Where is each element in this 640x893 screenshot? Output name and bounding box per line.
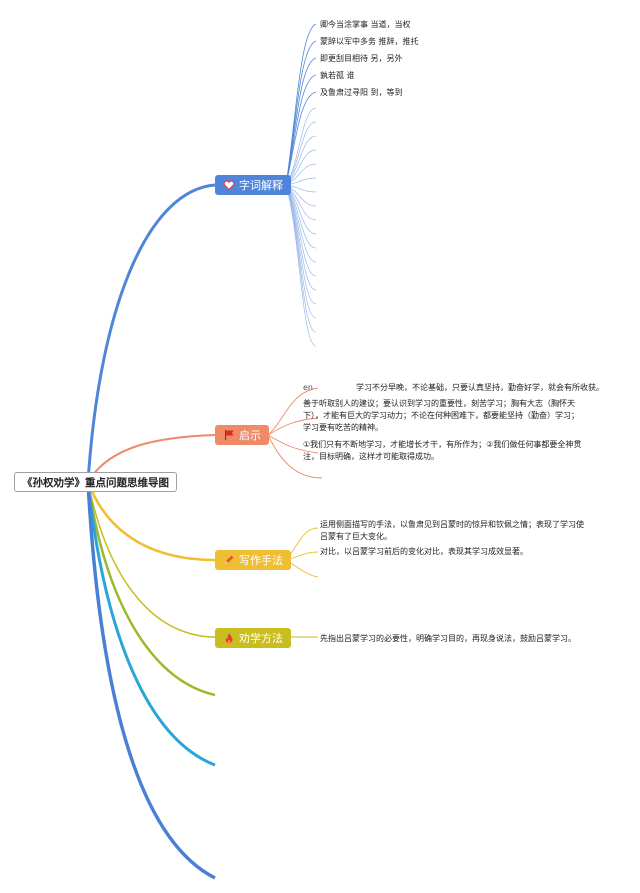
heart-icon (223, 179, 235, 191)
insight-item-1[interactable]: 学习不分早晚，不论基础，只要认真坚持，勤奋好学，就会有所收获。 (356, 383, 604, 392)
vocab-fan-line (285, 184, 317, 305)
persuade-item-1[interactable]: 先指出吕蒙学习的必要性，明确学习目的，再现身说法，鼓励吕蒙学习。 (320, 634, 576, 643)
connector-insight (87, 434, 216, 483)
flag-icon (223, 429, 235, 441)
branch-insight-label: 启示 (239, 429, 261, 442)
insight-item-3[interactable]: ①我们只有不断地学习，才能增长才干，有所作为；②我们做任何事都要全神贯注，目标明… (303, 440, 582, 461)
vocab-item-5[interactable]: 及鲁肃过寻阳 到，等到 (320, 88, 403, 97)
root-title: 《孙权劝学》重点问题思维导图 (22, 476, 169, 489)
vocab-fan-lines (285, 107, 317, 347)
vocab-item-2[interactable]: 蒙辞以军中多务 推辞，推托 (320, 37, 419, 46)
writing-connectors (286, 527, 319, 578)
branch-vocab[interactable]: 字词解释 (215, 175, 291, 195)
vocab-fan-line (285, 184, 317, 277)
vocab-fan-line (285, 184, 317, 347)
branch-persuade[interactable]: 劝学方法 (215, 628, 291, 648)
connector-vocab (86, 183, 216, 483)
vocab-item-4[interactable]: 孰若孤 谁 (320, 71, 355, 80)
connector-persuade (87, 481, 216, 638)
vocab-fan-line (285, 184, 317, 333)
branch-vocab-label: 字词解释 (239, 179, 283, 192)
vocab-fan-line (285, 184, 317, 319)
vocab-fan-line (285, 184, 317, 291)
writing-item-2[interactable]: 对比，以吕蒙学习前后的变化对比，表现其学习成效显著。 (320, 547, 528, 556)
insight-connectors (267, 387, 323, 479)
connector-extra-green (86, 481, 216, 697)
writing-item-1[interactable]: 运用侧面描写的手法，以鲁肃见到吕蒙时的惊异和钦佩之情；表现了学习使吕蒙有了巨大变… (320, 520, 584, 541)
vocab-item-3[interactable]: 即更刮目相待 另，另外 (320, 54, 403, 63)
flame-icon (223, 632, 235, 644)
root-node[interactable]: 《孙权劝学》重点问题思维导图 (14, 472, 177, 492)
insight-prefix: en (303, 383, 313, 392)
pencil-icon (223, 554, 235, 566)
branch-persuade-label: 劝学方法 (239, 632, 283, 645)
branch-writing-label: 写作手法 (239, 554, 283, 567)
connector-extra-cyan (86, 481, 216, 767)
insight-item-2[interactable]: 善于听取别人的建议；要认识到学习的重要性，刻苦学习；胸有大志（胸怀天下），才能有… (303, 399, 579, 432)
branch-insight[interactable]: 启示 (215, 425, 269, 445)
vocab-stems (285, 23, 317, 186)
connector-writing (86, 481, 216, 562)
branch-writing[interactable]: 写作手法 (215, 550, 291, 570)
vocab-item-1[interactable]: 卿今当涂掌事 当道，当权 (320, 20, 411, 29)
connector-extra-blue (86, 481, 216, 880)
